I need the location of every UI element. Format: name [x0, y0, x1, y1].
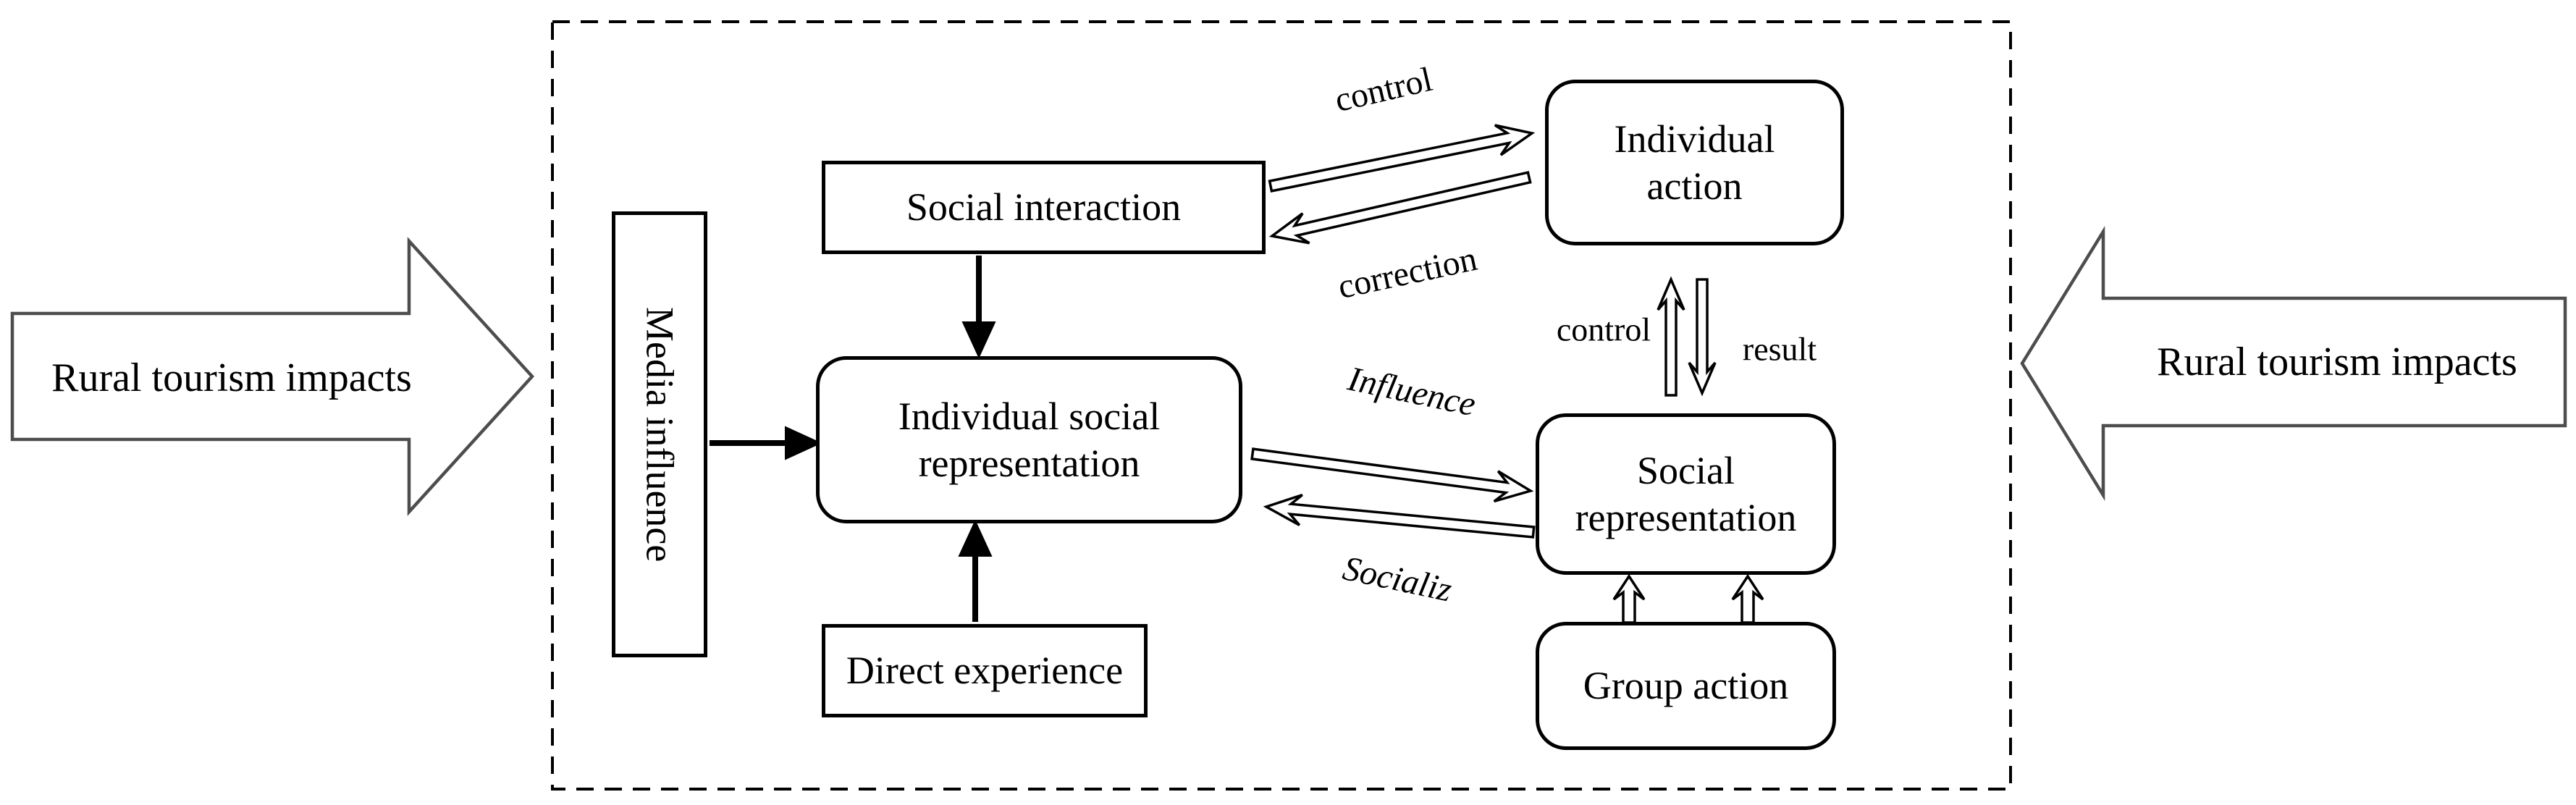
arrow-direct-experience-to-isr-head	[958, 519, 993, 557]
node-social-interaction: Social interaction	[822, 161, 1266, 254]
node-direct-experience: Direct experience	[822, 624, 1148, 717]
node-individual-social-representation-label: Individual social representation	[898, 394, 1161, 485]
arrow-socialize	[1263, 493, 1536, 539]
node-individual-action: Individual action	[1545, 80, 1844, 245]
arrow-influence	[1250, 447, 1534, 503]
node-individual-action-label: Individual action	[1614, 117, 1775, 208]
node-social-representation: Social representation	[1536, 413, 1836, 575]
node-media-influence-label: Media influence	[638, 306, 682, 562]
arrow-group-to-social-1	[1612, 573, 1646, 624]
edge-label-result: result	[1742, 330, 1817, 368]
arrow-control-top	[1268, 124, 1536, 193]
left-impact-arrow-label: Rural tourism impacts	[51, 355, 412, 400]
dashed-frame	[551, 20, 2012, 791]
arrow-control-up	[1657, 276, 1685, 397]
arrow-result-down	[1688, 278, 1717, 397]
right-impact-arrow-label: Rural tourism impacts	[2157, 340, 2517, 384]
left-impact-arrow-shape	[10, 237, 535, 516]
node-media-influence: Media influence	[612, 211, 707, 657]
node-direct-experience-label: Direct experience	[846, 649, 1124, 693]
node-group-action-label: Group action	[1583, 664, 1789, 708]
node-individual-social-representation: Individual social representation	[816, 356, 1242, 523]
arrow-media-to-isr-head	[785, 426, 822, 460]
arrow-group-to-social-2	[1731, 573, 1764, 624]
node-social-interaction-label: Social interaction	[906, 185, 1182, 229]
node-group-action: Group action	[1536, 622, 1836, 750]
node-social-representation-label: Social representation	[1575, 448, 1797, 539]
arrow-social-interaction-to-isr-head	[961, 321, 996, 359]
edge-label-control-vertical: control	[1556, 311, 1651, 348]
right-impact-arrow-shape	[2020, 226, 2567, 501]
arrow-correction	[1268, 171, 1532, 245]
